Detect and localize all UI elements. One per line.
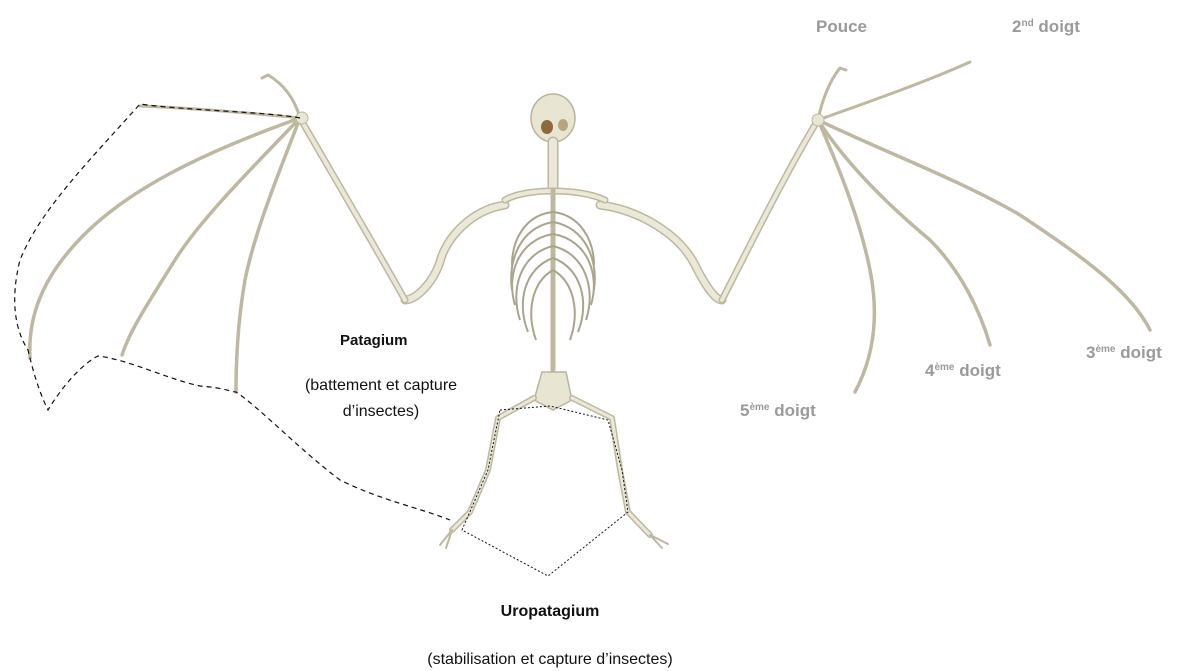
label-doigt-2: 2nd doigt <box>1012 18 1080 35</box>
skull <box>531 94 575 142</box>
label-doigt-4: 4ème doigt <box>925 362 1001 379</box>
label-patagium-title: Patagium <box>340 333 408 348</box>
label-patagium-desc-1: (battement et capture <box>285 378 477 394</box>
left-arm-bones <box>300 118 505 300</box>
right-digits <box>812 62 1150 392</box>
label-pouce: Pouce <box>816 18 867 35</box>
left-thumb <box>262 75 300 118</box>
bat-body <box>440 94 668 548</box>
left-wing <box>30 75 505 392</box>
label-doigt-5: 5ème doigt <box>740 402 816 419</box>
left-digits <box>30 106 308 392</box>
uropatagium-outline <box>462 406 628 576</box>
patagium-outline <box>15 104 450 520</box>
right-arm-bones <box>600 120 818 300</box>
label-uropatagium-title: Uropatagium <box>440 604 660 620</box>
label-uropatagium-desc: (stabilisation et capture d’insectes) <box>320 652 780 668</box>
right-wing <box>600 62 1150 392</box>
pelvis <box>534 372 572 410</box>
label-doigt-3: 3ème doigt <box>1086 344 1162 361</box>
label-patagium-desc-2: d’insectes) <box>285 404 477 420</box>
